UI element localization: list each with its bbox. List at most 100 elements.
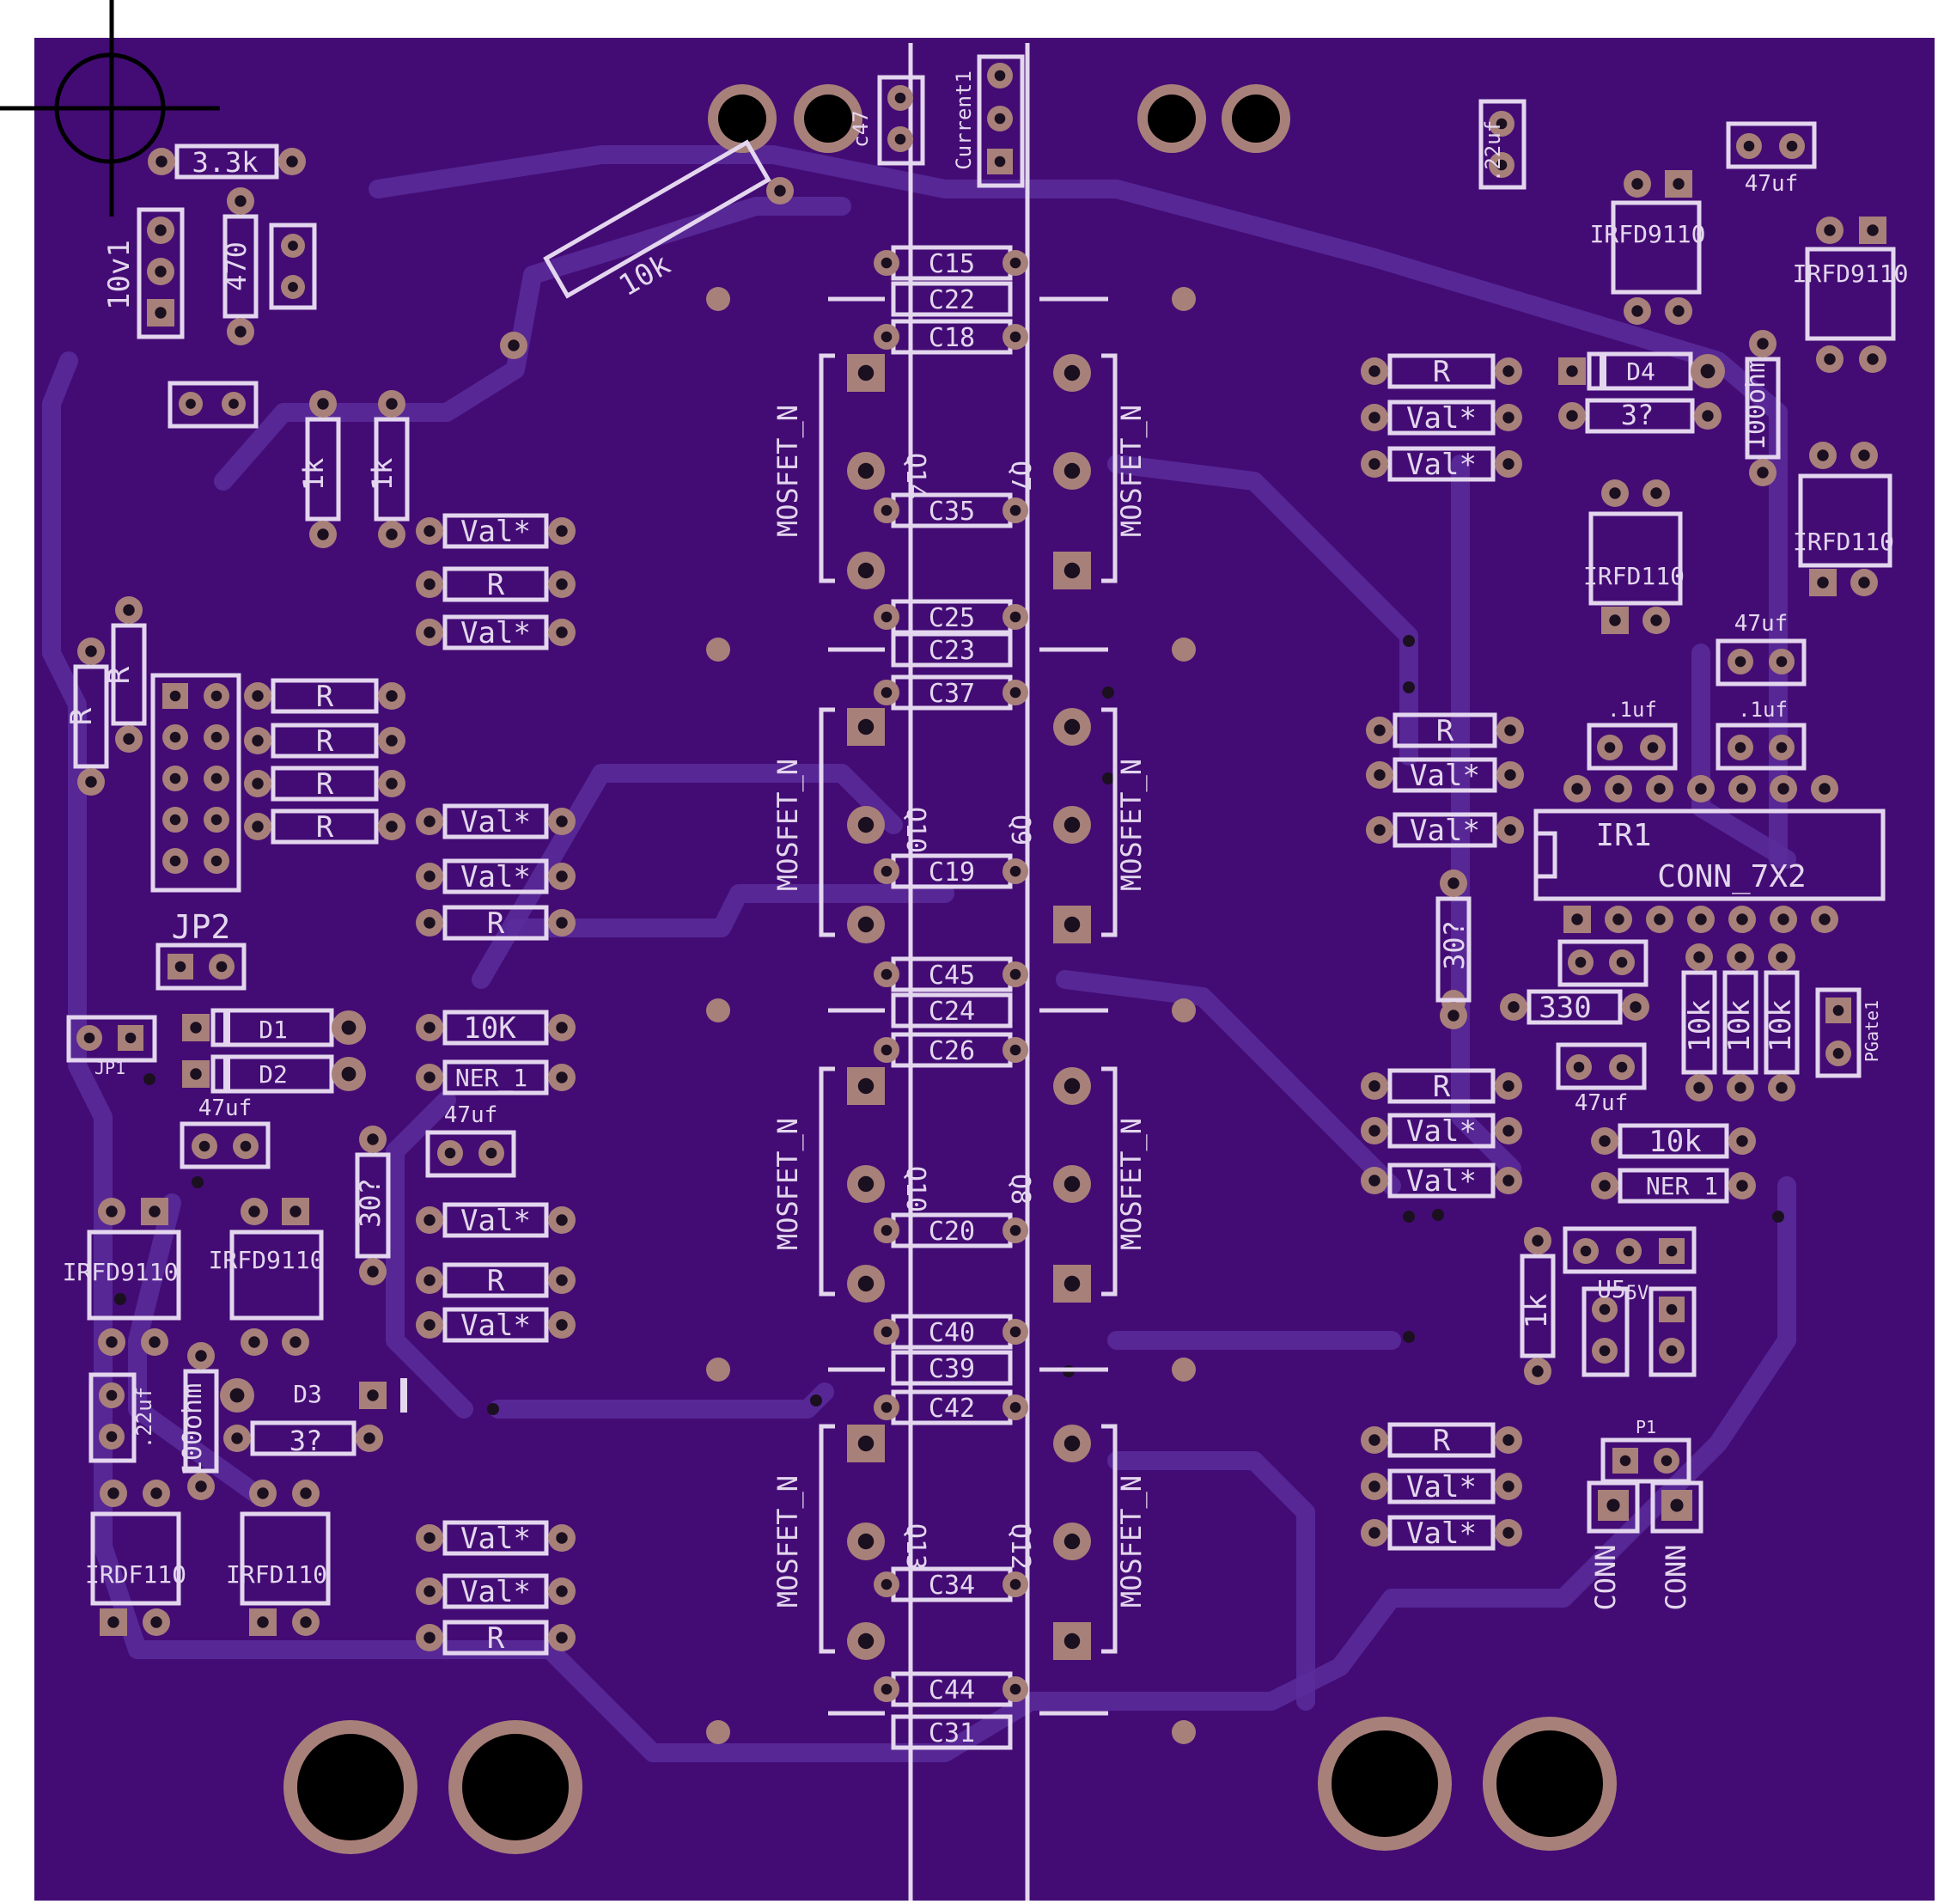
resistor-val [1387,1163,1496,1199]
label-10v1: 10v1 [102,240,137,310]
resistor-val [1387,446,1496,482]
q-label: Q10 [900,1166,930,1212]
resistor-val [442,1573,549,1609]
header-p1 [1600,1437,1691,1484]
resistor-val [442,1520,549,1556]
cap-label: C37 [929,679,975,709]
resistor-val-label: Val* [460,1204,531,1238]
irfd110-b [1588,511,1683,606]
cap-label: C15 [929,249,975,279]
regulator-u5 [1563,1226,1697,1274]
resistor-10k-v1 [1681,970,1717,1075]
mosfet-outline [819,1424,835,1654]
cap-label: C39 [929,1354,975,1384]
resistor-r-label: R [64,707,99,725]
cap-small [269,223,317,310]
resistor-val-label: Val* [1406,1114,1477,1149]
resistor-val-label: Val* [1410,759,1480,793]
resistor-r [271,678,379,714]
cap-22uf-a [1478,99,1527,190]
conn-b [1650,1480,1703,1534]
cap-47uf-e [1556,1042,1647,1090]
regulator-u5-pins [1581,1286,1630,1377]
q-label: Q8 [1005,1174,1035,1205]
resistor-r-label: R [1436,714,1454,748]
resistor-3q [250,1420,357,1456]
resistor-val-label: Val* [1406,448,1477,482]
label-d2: D2 [259,1060,288,1089]
label-3q-b: 3? [1621,399,1655,431]
resistor-r-v1 [73,664,109,769]
mosfet-label: MOSFET_N [771,1118,804,1250]
cap-uf [168,381,259,429]
resistor-val-label: Val* [460,1309,531,1343]
resistor-r [442,1620,549,1656]
resistor-3q-r [1585,398,1695,434]
label-47uf-e: 47uf [1575,1090,1629,1116]
label-ir1: IR1 [1595,818,1651,853]
label-3q-a: 3? [289,1425,323,1457]
resistor-r-label: R [487,1621,505,1656]
resistor-ner1-r [1618,1168,1729,1204]
label-100ohm-b: 100ohm [178,1383,208,1476]
resistor-val [1387,1515,1496,1551]
label-10k-v2: 10k [1722,999,1757,1052]
resistor-1k-b [374,417,410,522]
label-1uf-b: .1uf [1738,698,1788,722]
resistor-r [271,766,379,802]
header-c47 [877,75,925,166]
resistor-r [1393,712,1497,748]
label-22uf-b: .22uf [132,1387,156,1449]
label-irfd9110-d: IRFD9110 [209,1246,325,1274]
resistor-val-label: Val* [460,515,531,549]
label-u5: U5 [1597,1275,1626,1303]
cap-label: C24 [929,997,975,1027]
cap-47uf-a [180,1121,271,1169]
label-conn-7x2: CONN_7X2 [1657,859,1806,894]
label-10k-r: 10k [1649,1125,1701,1159]
label-ner1-b: NER_1 [1646,1172,1718,1201]
q-label: Q13 [900,1523,930,1570]
q-label: Q7 [1005,461,1035,491]
cap-label: C22 [929,285,975,315]
capacitor-c23 [891,632,1013,668]
label-1k-r: 1k [1520,1294,1554,1329]
resistor-r-label: R [316,810,334,845]
label-d4: D4 [1626,357,1655,386]
label-jp1: JP1 [94,1058,125,1078]
resistor-r-label: R [1433,355,1451,389]
resistor-r-label: R [1433,1070,1451,1104]
irfd9110-b [1805,247,1896,341]
mosfet-outline [819,707,835,937]
silkscreen-labels: 3.3k 10v1 470 1k 1k 10k c47 Current1 JP2… [63,70,1909,1610]
resistor-val-label: Val* [1406,1470,1477,1504]
q-label: Q10 [900,807,930,853]
label-1k-b: 1k [366,458,399,491]
resistor-10k-v2 [1722,970,1758,1075]
label-10k-v1: 10k [1683,999,1717,1052]
label-conn-b: CONN [1660,1544,1692,1610]
label-irfd110-c: IRFD110 [226,1560,327,1589]
label-5v: 5V [1626,1283,1649,1304]
resistor-r-label: R [1433,1424,1451,1458]
resistor-val [1387,1468,1496,1504]
cap-small-r [1557,939,1649,987]
mosfet-label: MOSFET_N [1115,405,1148,537]
resistor-val-label: Val* [1406,1516,1477,1551]
resistor-r [442,1262,549,1298]
irfd9110-c [87,1230,181,1321]
mosfet-outline [819,353,835,583]
resistor-r-label: R [487,906,505,941]
cap-label: C44 [929,1675,975,1706]
mosfet-label: MOSFET_N [771,405,804,537]
cap-label: C40 [929,1318,975,1348]
mosfet-outline [1101,707,1118,937]
q-label: Q14 [900,453,930,499]
capacitor-c31 [891,1714,1013,1750]
resistor-val [1387,400,1496,436]
mosfet-outline [1101,1066,1118,1297]
cap-label: C34 [929,1571,975,1601]
label-irfd9110-b: IRFD9110 [1793,259,1909,288]
resistor-val-label: Val* [460,1575,531,1609]
label-30-b: 30? [1438,920,1471,970]
